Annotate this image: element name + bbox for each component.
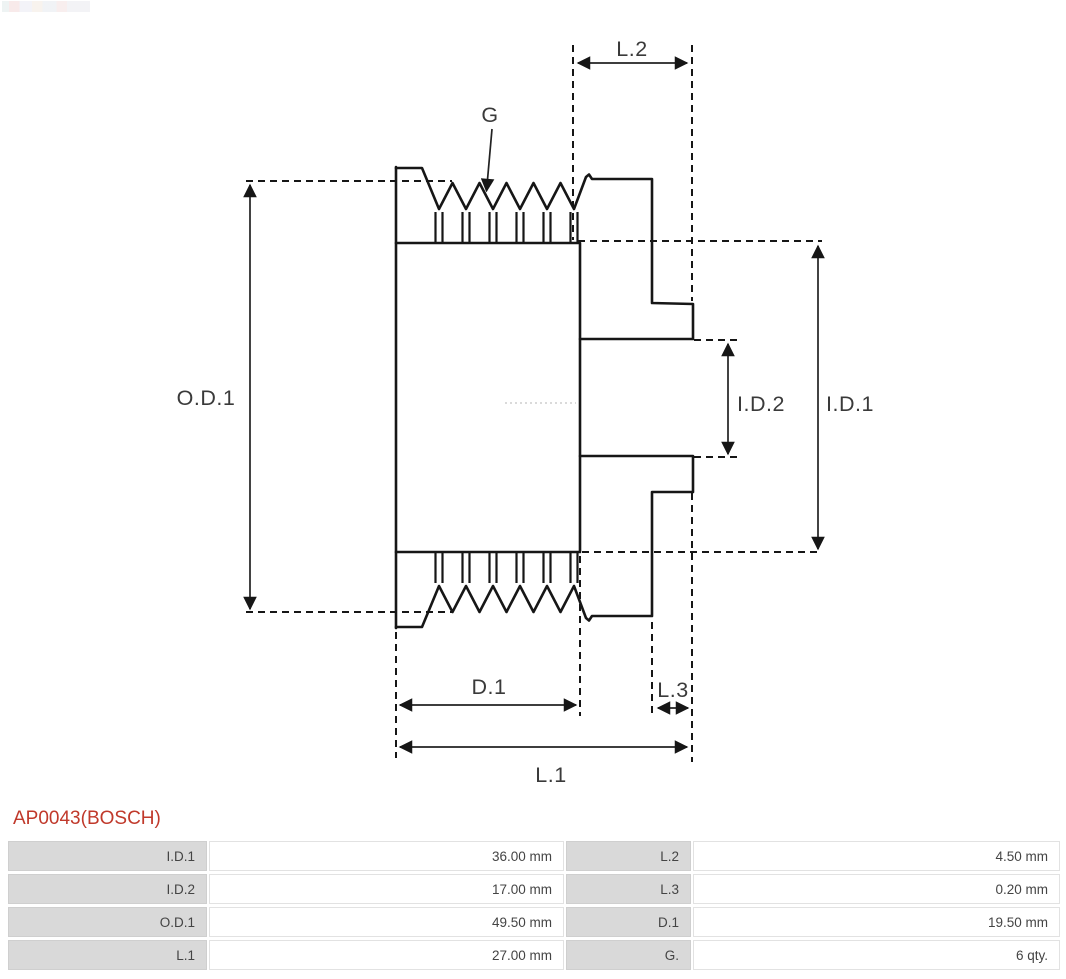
dim-key-cell: I.D.2 (8, 874, 207, 904)
dim-value-cell: 6 qty. (693, 940, 1060, 970)
d1-label: D.1 (472, 675, 507, 699)
extension-lines (246, 45, 822, 762)
dim-value-cell: 19.50 mm (693, 907, 1060, 937)
as-pl-watermark-logo (2, 1, 90, 12)
dim-value-cell: 36.00 mm (209, 841, 564, 871)
upper-profile (394, 166, 695, 341)
id1-label: I.D.1 (826, 392, 874, 416)
dim-key-cell: I.D.1 (8, 841, 207, 871)
dimension-labels: G L.2 O.D.1 I.D.2 I.D.1 D.1 L.3 L.1 (177, 37, 874, 787)
dimension-table: I.D.1 36.00 mm L.2 4.50 mm I.D.2 17.00 m… (6, 838, 1062, 973)
id2-label: I.D.2 (737, 392, 785, 416)
dim-key-cell: L.1 (8, 940, 207, 970)
lower-profile (394, 454, 695, 629)
pulley-outline (394, 165, 695, 630)
table-row: L.1 27.00 mm G. 6 qty. (8, 940, 1060, 970)
g-label: G (481, 103, 498, 127)
dim-key-cell: O.D.1 (8, 907, 207, 937)
part-number-link[interactable]: AP0043(BOSCH) (13, 808, 161, 829)
table-row: O.D.1 49.50 mm D.1 19.50 mm (8, 907, 1060, 937)
dimension-arrows (243, 56, 825, 754)
l2-label: L.2 (616, 37, 647, 61)
table-row: I.D.1 36.00 mm L.2 4.50 mm (8, 841, 1060, 871)
disc-body (394, 241, 582, 554)
table-row: I.D.2 17.00 mm L.3 0.20 mm (8, 874, 1060, 904)
dim-value-cell: 0.20 mm (693, 874, 1060, 904)
dim-value-cell: 27.00 mm (209, 940, 564, 970)
dim-value-cell: 17.00 mm (209, 874, 564, 904)
dim-value-cell: 4.50 mm (693, 841, 1060, 871)
pulley-technical-drawing: G L.2 O.D.1 I.D.2 I.D.1 D.1 L.3 L.1 (177, 37, 874, 787)
od1-label: O.D.1 (177, 386, 236, 410)
dim-key-cell: D.1 (566, 907, 691, 937)
g-leader-arrow (480, 128, 495, 193)
dim-value-cell: 49.50 mm (209, 907, 564, 937)
dim-key-cell: G. (566, 940, 691, 970)
l3-label: L.3 (657, 678, 688, 702)
dim-key-cell: L.3 (566, 874, 691, 904)
belt-groove-walls (434, 212, 579, 583)
l1-label: L.1 (535, 763, 566, 787)
dim-key-cell: L.2 (566, 841, 691, 871)
